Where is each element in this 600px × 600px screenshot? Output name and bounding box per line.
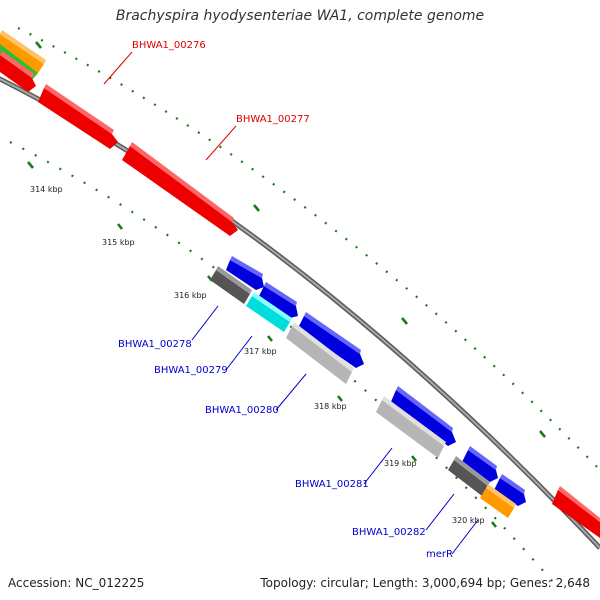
gene-blue-6[interactable] [494, 474, 526, 506]
kbp-marker-label: 314 kbp [30, 185, 63, 194]
gene-label-bhwa1-00281[interactable]: BHWA1_00281 [295, 479, 369, 490]
gene-label-bhwa1-00276[interactable]: BHWA1_00276 [132, 40, 206, 51]
gene-00279-cyan[interactable] [246, 292, 292, 332]
gene-label-bhwa1-00279[interactable]: BHWA1_00279 [154, 365, 228, 376]
gene-00276-orange[interactable] [0, 30, 46, 73]
kbp-marker-label: 316 kbp [174, 291, 207, 300]
label-leaders [103, 51, 479, 555]
kbp-marker-label: 315 kbp [102, 238, 135, 247]
tick-dots [9, 27, 600, 591]
gene-blue-2[interactable] [258, 282, 298, 318]
gene-label-merr[interactable]: merR [426, 549, 453, 560]
gene-right-red[interactable] [552, 486, 600, 538]
tick-marks [27, 41, 546, 528]
gene-blue-5[interactable] [462, 446, 498, 482]
gene-00280-lightgrey[interactable] [286, 322, 354, 384]
gene-00282-darkgrey[interactable] [448, 456, 490, 496]
gene-label-bhwa1-00277[interactable]: BHWA1_00277 [236, 114, 310, 125]
accession-text: Accession: NC_012225 [8, 576, 145, 590]
gene-label-bhwa1-00282[interactable]: BHWA1_00282 [352, 527, 426, 538]
genome-title: Brachyspira hyodysenteriae WA1, complete… [115, 8, 485, 24]
genome-backbone [0, 76, 600, 550]
gene-blue-3[interactable] [298, 312, 364, 368]
gene-label-bhwa1-00280[interactable]: BHWA1_00280 [205, 405, 279, 416]
gene-blue-4[interactable] [390, 386, 456, 446]
gene-00276-red[interactable] [0, 51, 36, 92]
kbp-marker-label: 317 kbp [244, 347, 277, 356]
topology-summary: Topology: circular; Length: 3,000,694 bp… [260, 576, 590, 590]
gene-label-bhwa1-00278[interactable]: BHWA1_00278 [118, 339, 192, 350]
kbp-marker-label: 319 kbp [384, 459, 417, 468]
kbp-marker-label: 320 kbp [452, 516, 485, 525]
kbp-marker-label: 318 kbp [314, 402, 347, 411]
gene-00281-lightgrey[interactable] [376, 396, 446, 458]
gene-00277-red-a[interactable] [38, 84, 118, 149]
gene-00278-darkgrey[interactable] [210, 266, 252, 304]
gene-merR-orange[interactable] [480, 484, 516, 518]
gene-blue-1[interactable] [226, 256, 264, 290]
gene-00277-red-b[interactable] [122, 142, 238, 236]
